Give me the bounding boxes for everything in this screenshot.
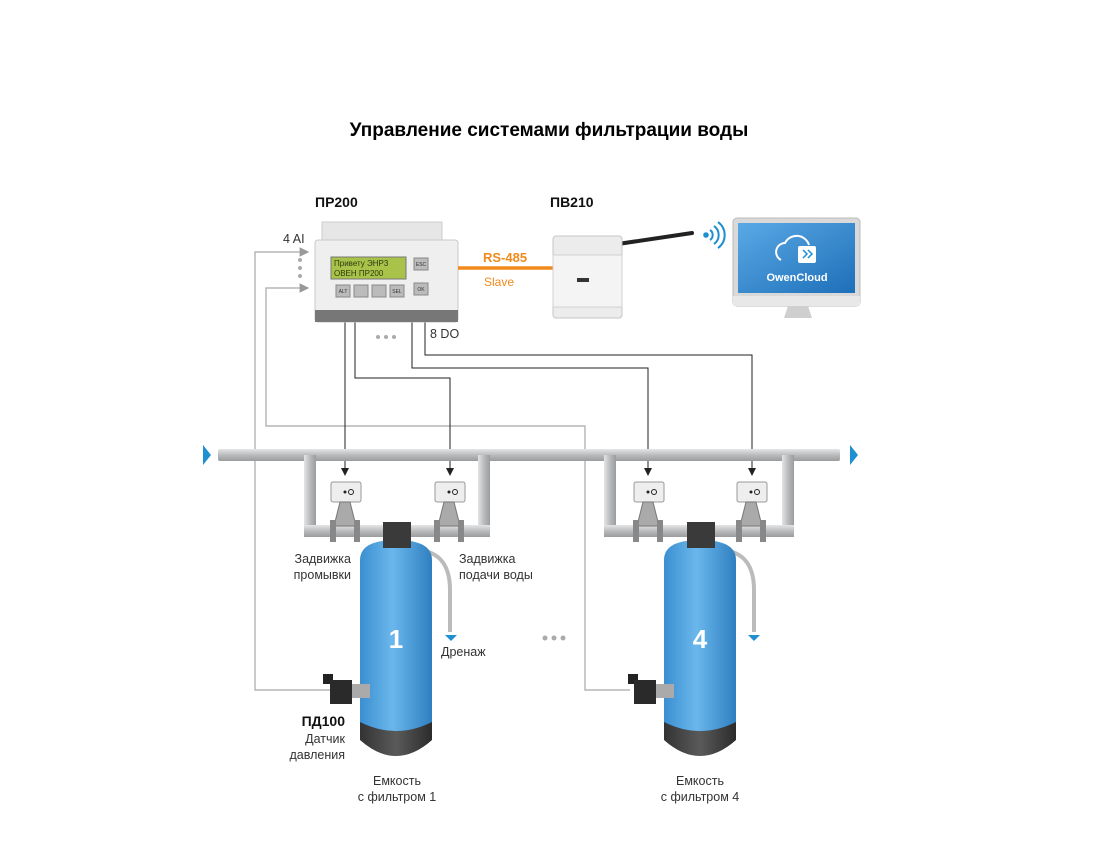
lcd-line-1: Привету ЭНР3 — [334, 259, 389, 268]
supply-valve-label-2: подачи воды — [459, 568, 533, 582]
ellipsis-horizontal-icon — [376, 335, 396, 339]
valve-supply — [736, 481, 768, 542]
outputs-label: 8 DO — [430, 327, 459, 341]
analog-input-lines — [254, 247, 630, 691]
sensor-name: ПД100 — [302, 713, 346, 729]
lcd-screen — [330, 256, 407, 280]
tank-4-assembly: 4 — [604, 455, 794, 756]
sel-button[interactable]: SEL — [392, 289, 402, 295]
drain-label: Дренаж — [441, 645, 486, 659]
supply-valve-label-1: Задвижка — [459, 552, 516, 566]
owencloud-monitor: OwenCloud — [732, 217, 861, 318]
cloud-icon — [775, 234, 816, 263]
diagram-title: Управление системами фильтрации воды — [350, 120, 749, 141]
ellipsis-vertical-icon — [298, 258, 302, 278]
main-pipe — [203, 445, 858, 465]
drain-arrow-icon — [748, 635, 760, 641]
pressure-sensor — [323, 674, 370, 704]
tank-number: 1 — [389, 624, 403, 654]
flush-valve-label-1: Задвижка — [295, 552, 352, 566]
drain-arrow-icon — [445, 635, 457, 641]
tank-1-label-1: Емкость — [373, 774, 421, 788]
flow-out-arrow-icon — [850, 445, 858, 465]
ok-button[interactable]: OK — [417, 287, 425, 293]
flow-in-arrow-icon — [203, 445, 211, 465]
tank-1-label-2: с фильтром 1 — [358, 790, 437, 804]
valve-flush — [633, 481, 665, 542]
pressure-sensor — [628, 674, 674, 704]
rs485-label: RS-485 — [483, 250, 527, 265]
ellipsis-tanks-icon — [542, 635, 566, 641]
sensor-desc-1: Датчик — [305, 732, 345, 746]
pv210-gateway — [552, 231, 694, 319]
pv210-label: ПВ210 — [550, 194, 594, 210]
esc-button[interactable]: ESC — [416, 262, 427, 268]
pr200-controller: Привету ЭНР3 ОВЕН ПР200 ALT SEL ESC OK — [314, 221, 459, 323]
lcd-line-2: ОВЕН ПР200 — [334, 269, 384, 278]
tank-number: 4 — [693, 624, 708, 654]
owencloud-label: OwenCloud — [766, 272, 827, 284]
sensor-desc-2: давления — [290, 748, 346, 762]
wifi-icon — [703, 221, 726, 249]
down-button[interactable] — [371, 284, 387, 298]
tank-4-label-1: Емкость — [676, 774, 724, 788]
valve-supply — [434, 481, 466, 542]
up-button[interactable] — [353, 284, 369, 298]
digital-output-lines — [341, 320, 756, 476]
tank-4-label-2: с фильтром 4 — [661, 790, 740, 804]
valve-flush — [330, 481, 362, 542]
inputs-label: 4 AI — [283, 232, 305, 246]
flush-valve-label-2: промывки — [294, 568, 351, 582]
tank-1-assembly: 1 — [304, 455, 490, 756]
alt-button[interactable]: ALT — [339, 289, 348, 295]
slave-label: Slave — [484, 275, 514, 289]
pr200-label: ПР200 — [315, 194, 358, 210]
